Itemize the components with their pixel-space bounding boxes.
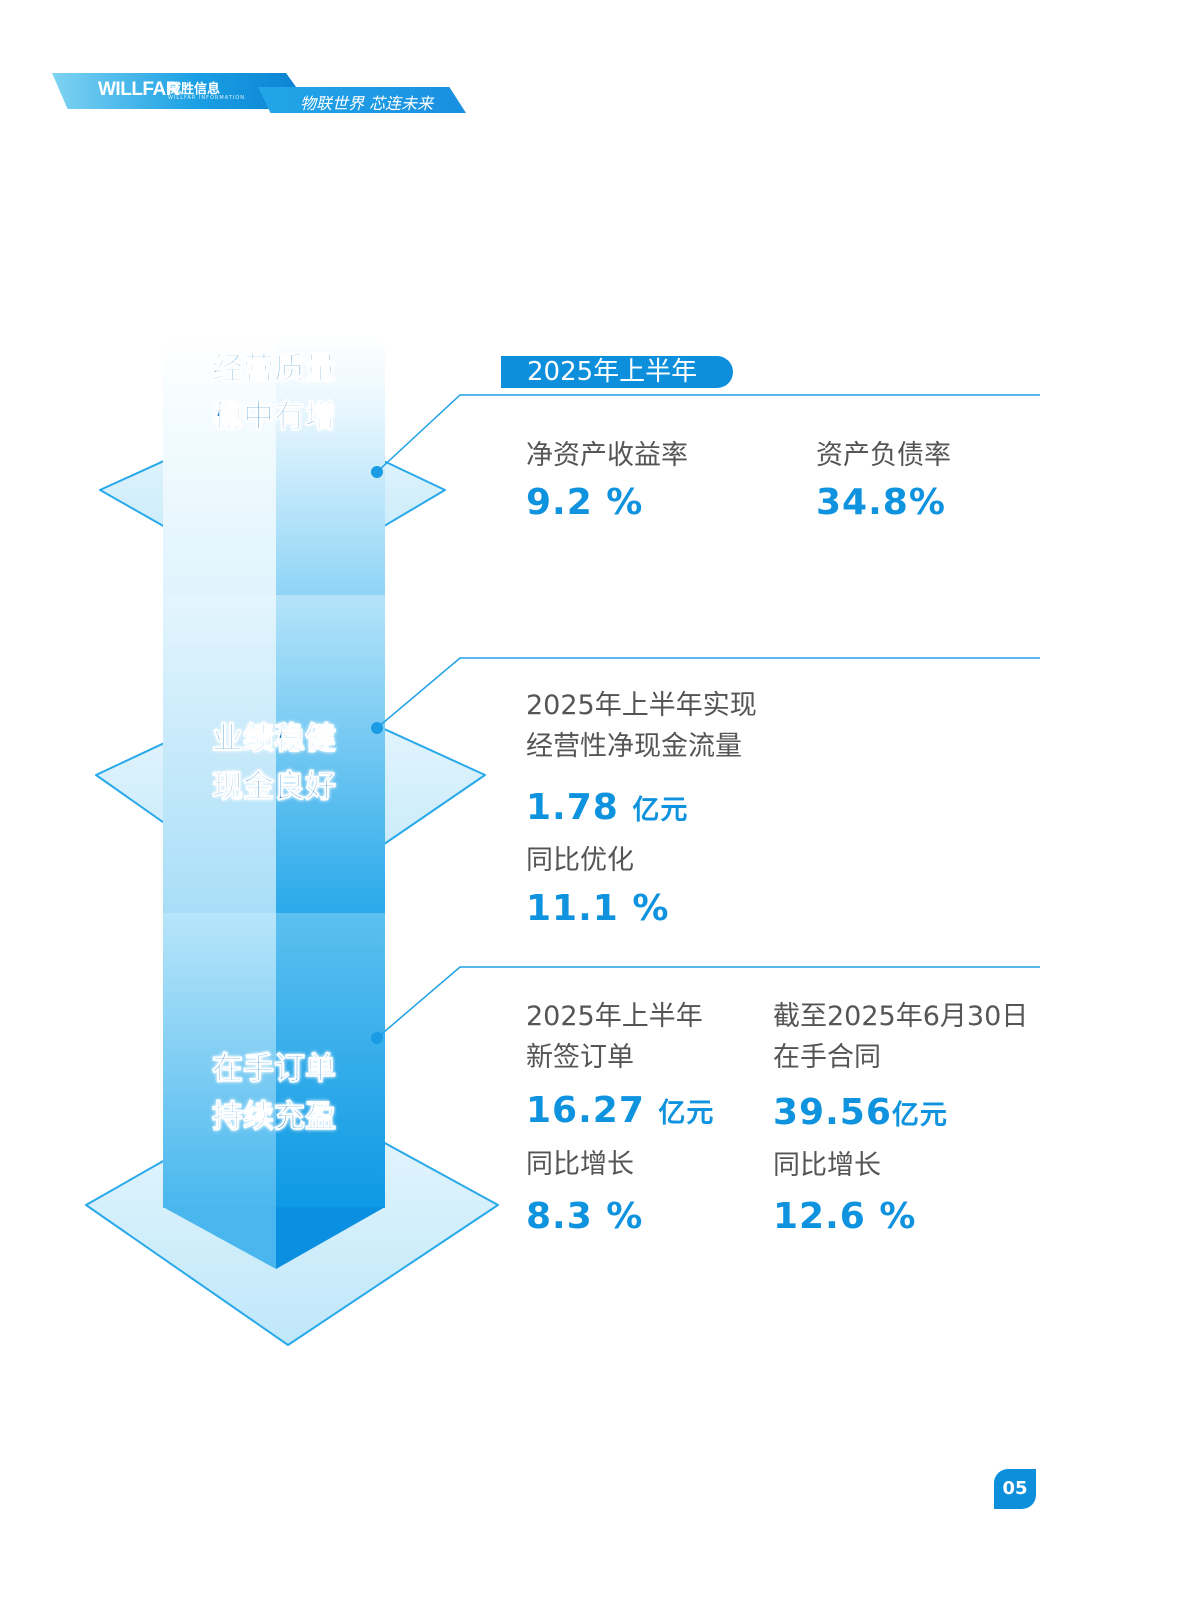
cashflow-label-line2: 经营性净现金流量 [526, 731, 742, 762]
stage-3-title-line1: 在手订单 [212, 1051, 337, 1088]
new-orders-yoy-value: 8.3 % [526, 1196, 644, 1237]
logo-wordmark: WILLFAR [98, 79, 179, 100]
stage-3-title-line2: 持续充盈 [212, 1099, 337, 1136]
roe-value: 9.2 % [526, 482, 644, 523]
debt-ratio-label: 资产负债率 [816, 440, 951, 471]
debt-ratio-value: 34.8% [816, 482, 946, 523]
column-right-segment-1 [276, 335, 385, 595]
column-right-segment-3 [276, 913, 385, 1208]
year-badge: 2025年上半年 [501, 356, 733, 388]
stage-2-title-line1: 业绩稳健 [212, 721, 337, 758]
slogan-text: 物联世界 芯连未来 [300, 94, 434, 113]
cashflow-unit: 亿元 [632, 795, 689, 826]
stage-2-title-line2: 现金良好 [212, 769, 337, 806]
connector-dot-2 [371, 722, 383, 734]
connector-2 [376, 657, 1040, 729]
cashflow-value: 1.78 亿元 [526, 786, 688, 833]
contracts-amount: 39.56 [773, 1092, 892, 1133]
connector-lines [371, 394, 1040, 1044]
connector-3 [376, 966, 1040, 1039]
connector-1 [376, 394, 1040, 473]
stage-3-title: 在手订单 持续充盈 [163, 1045, 385, 1141]
column-left-segment-3 [163, 913, 276, 1208]
stage-2-title: 业绩稳健 现金良好 [163, 715, 385, 811]
new-orders-label-line2: 新签订单 [526, 1042, 634, 1073]
new-orders-label-line1: 2025年上半年 [526, 1001, 703, 1032]
stage-1-title-line1: 经营质量 [212, 351, 337, 388]
roe-label: 净资产收益率 [526, 440, 688, 471]
new-orders-amount: 16.27 [526, 1090, 645, 1131]
cashflow-yoy-value: 11.1 % [526, 888, 670, 929]
slogan-banner [258, 87, 466, 113]
cashflow-yoy-label: 同比优化 [526, 845, 634, 876]
contracts-yoy-label: 同比增长 [773, 1150, 881, 1181]
column-tip [163, 1207, 385, 1269]
connector-dot-1 [371, 466, 383, 478]
column-right-segment-2 [276, 595, 385, 913]
new-orders-unit: 亿元 [658, 1098, 715, 1129]
contracts-label-line2: 在手合同 [773, 1042, 881, 1073]
new-orders-yoy-label: 同比增长 [526, 1149, 634, 1180]
contracts-value: 39.56亿元 [773, 1091, 948, 1138]
contracts-unit: 亿元 [891, 1100, 948, 1131]
connector-dot-3 [371, 1032, 383, 1044]
cashflow-label-line1: 2025年上半年实现 [526, 690, 757, 721]
column-left-segment-1 [163, 335, 276, 595]
stage-1-title-line2: 稳中有增 [212, 399, 337, 436]
logo-subtitle: WILLFAR INFORMATION [168, 95, 245, 101]
logo-chinese-name: 威胜信息 [168, 82, 221, 97]
stage-1-title: 经营质量 稳中有增 [163, 345, 385, 441]
new-orders-value: 16.27 亿元 [526, 1089, 714, 1136]
cashflow-amount: 1.78 [526, 787, 619, 828]
column-left-segment-2 [163, 595, 276, 913]
page-number: 05 [994, 1469, 1036, 1509]
contracts-yoy-value: 12.6 % [773, 1196, 917, 1237]
contracts-label-line1: 截至2025年6月30日 [773, 1001, 1029, 1032]
